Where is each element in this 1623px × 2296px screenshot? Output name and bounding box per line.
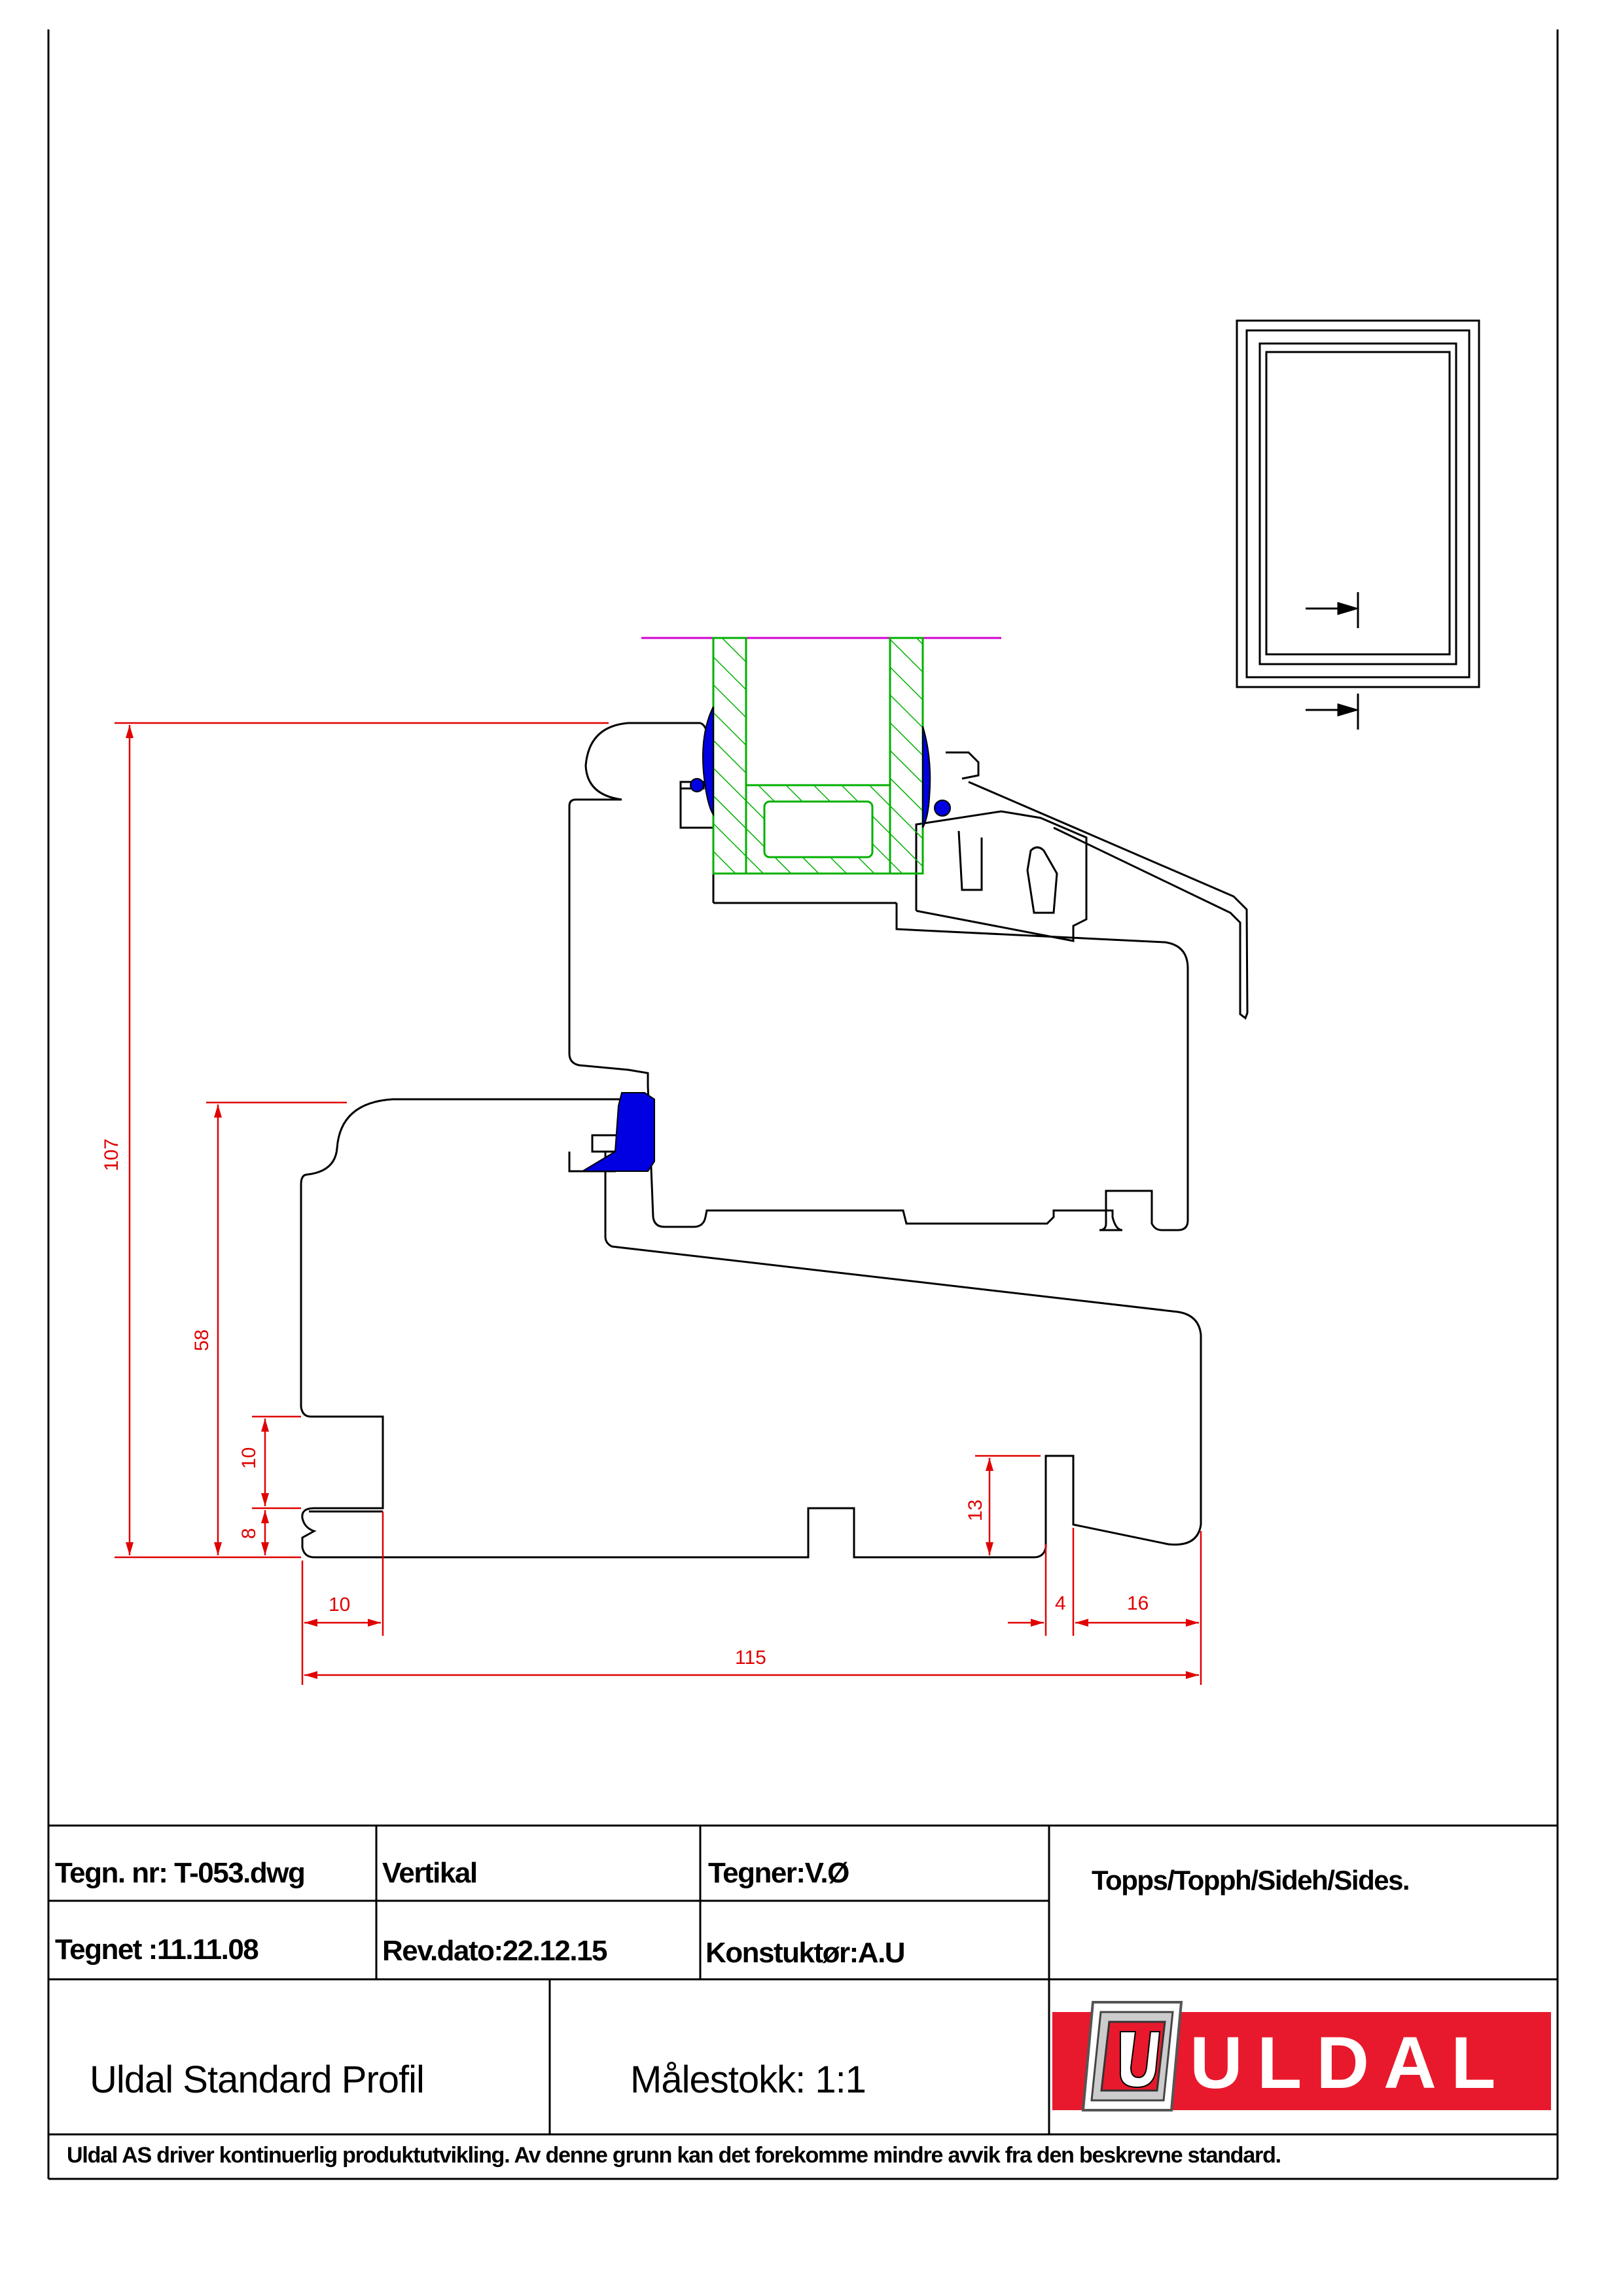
dim-right-width: 16 [1127,1593,1149,1614]
dim-total-width: 115 [735,1647,766,1669]
window-frame-icon [1236,319,1480,730]
disclaimer: Uldal AS driver kontinuerlig produktutvi… [67,2143,1281,2168]
sheet-border [47,29,1559,2179]
dim-groove-upper: 10 [238,1447,260,1469]
dim-overall-height: 107 [101,1139,122,1171]
scale: Målestokk: 1:1 [630,2058,866,2101]
dim-right-small-gap: 4 [1055,1593,1066,1614]
positions: Topps/Topph/Sideh/Sides. [1092,1865,1410,1896]
dim-inner-height: 58 [191,1330,213,1351]
dimension-labels: 107 58 10 8 13 10 4 16 115 [101,1139,1149,1669]
dim-groove-lower: 8 [238,1528,260,1539]
revision-date: Rev.dato:22.12.15 [382,1935,607,1967]
designer: Konstuktør:A.U [705,1937,906,1969]
product-name: Uldal Standard Profil [90,2058,425,2101]
orientation: Vertikal [382,1857,478,1889]
dimension-lines [115,722,1202,1685]
dim-left-width: 10 [329,1594,350,1616]
logo-text: ULDAL [1190,2022,1510,2104]
drafter: Tegner:V.Ø [708,1857,849,1889]
frame-profile [300,1098,1202,1559]
sash-profile [568,722,1249,1231]
gaskets [580,706,951,1172]
glass-unit [641,637,1001,875]
uldal-logo-icon [1052,2001,1551,2111]
drawn-date: Tegnet :11.11.08 [55,1934,259,1966]
title-block-grid [48,1824,1558,2180]
drawing-number: Tegn. nr: T-053.dwg [55,1857,306,1889]
dim-right-groove-height: 13 [965,1500,986,1521]
